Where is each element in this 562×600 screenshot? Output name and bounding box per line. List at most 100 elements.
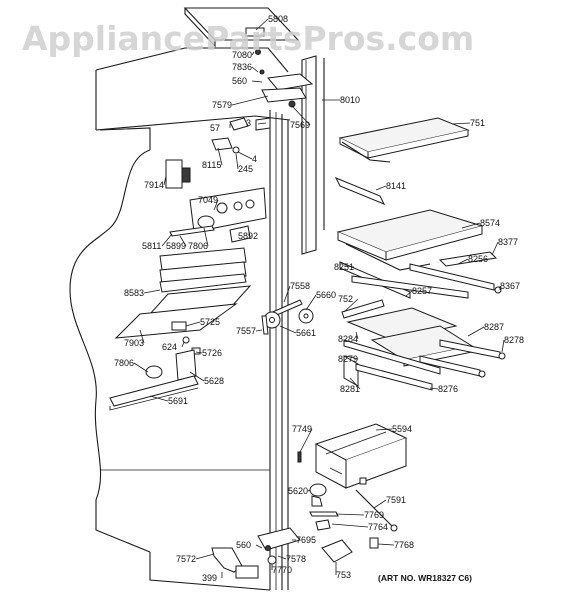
part-callout-label: 7695 bbox=[296, 535, 316, 545]
part-callout-label: 7769 bbox=[364, 510, 384, 520]
part-callout-label: 57 bbox=[210, 123, 220, 133]
part-callout-label: 8279 bbox=[338, 354, 358, 364]
leader-line bbox=[375, 185, 387, 191]
leader-line bbox=[283, 285, 291, 303]
leader-line bbox=[429, 387, 439, 390]
control-housing bbox=[109, 187, 267, 411]
part-callout-label: 5620 bbox=[288, 486, 308, 496]
part-callout-label: 7806 bbox=[114, 358, 134, 368]
leader-line bbox=[231, 95, 269, 106]
art-number: (ART NO. WR18327 C6) bbox=[378, 573, 472, 583]
leader-line bbox=[237, 151, 253, 160]
part-callout-label: 8256 bbox=[468, 254, 488, 264]
part-callout-label: 8276 bbox=[438, 384, 458, 394]
part-callout-label: 7579 bbox=[212, 100, 232, 110]
part-callout-label: 7558 bbox=[290, 281, 310, 291]
leader-lines bbox=[133, 18, 505, 578]
leader-line bbox=[467, 326, 485, 337]
part-callout-label: 5899 bbox=[166, 241, 186, 251]
leader-line bbox=[255, 544, 263, 549]
part-callout-label: 3 bbox=[246, 118, 251, 128]
part-callout-label: 7768 bbox=[394, 540, 414, 550]
leader-line bbox=[251, 80, 263, 83]
part-callout-label: 7764 bbox=[368, 522, 388, 532]
leader-line bbox=[133, 362, 149, 373]
leader-line bbox=[305, 294, 317, 311]
leader-line bbox=[377, 543, 395, 546]
leader-line bbox=[349, 377, 361, 390]
leader-line bbox=[331, 523, 369, 528]
part-callout-label: 399 bbox=[202, 573, 217, 583]
part-callout-label: 7770 bbox=[272, 565, 292, 575]
part-callout-label: 5892 bbox=[238, 231, 258, 241]
part-callout-label: 7569 bbox=[290, 120, 310, 130]
leader-line bbox=[213, 199, 219, 211]
leader-line bbox=[299, 428, 313, 453]
leader-line bbox=[501, 339, 505, 353]
leader-line bbox=[251, 66, 259, 73]
part-callout-label: 560 bbox=[236, 540, 251, 550]
part-callout-label: 5726 bbox=[202, 348, 222, 358]
leader-line bbox=[345, 355, 359, 360]
leader-line bbox=[257, 122, 267, 125]
leader-line bbox=[457, 258, 469, 265]
leader-line bbox=[355, 331, 359, 340]
part-callout-label: 8574 bbox=[480, 218, 500, 228]
leader-line bbox=[373, 499, 387, 509]
leader-line bbox=[251, 51, 255, 56]
part-callout-label: 7578 bbox=[286, 554, 306, 564]
part-callout-label: 5660 bbox=[316, 290, 336, 300]
leader-line bbox=[277, 555, 287, 560]
leader-line bbox=[181, 341, 185, 348]
part-callout-label: 5691 bbox=[168, 396, 188, 406]
leader-line bbox=[203, 227, 209, 247]
mid-parts bbox=[261, 299, 314, 335]
leader-line bbox=[343, 298, 359, 313]
part-callout-label: 751 bbox=[470, 118, 485, 128]
leader-line bbox=[195, 553, 215, 560]
part-callout-label: 5808 bbox=[268, 14, 288, 24]
leader-line bbox=[307, 489, 311, 492]
upper-hardware bbox=[165, 27, 314, 189]
part-callout-label: 8257 bbox=[412, 286, 432, 296]
part-callout-label: 8251 bbox=[334, 262, 354, 272]
leader-line bbox=[195, 351, 203, 354]
part-callout-label: 8141 bbox=[386, 181, 406, 191]
cabinet-outline bbox=[69, 7, 325, 591]
part-callout-label: 7914 bbox=[144, 180, 164, 190]
leader-line bbox=[405, 290, 413, 297]
part-callout-label: 5811 bbox=[142, 241, 161, 251]
watermark-text: AppliancePartsPros.com bbox=[22, 19, 474, 58]
part-callout-label: 7806 bbox=[188, 241, 208, 251]
leader-line bbox=[189, 371, 205, 382]
part-callout-label: 7557 bbox=[236, 326, 256, 336]
lower-assembly bbox=[211, 423, 408, 579]
leader-line bbox=[179, 235, 187, 247]
part-callout-label: 7903 bbox=[124, 338, 144, 348]
part-callout-label: 8010 bbox=[340, 95, 360, 105]
part-callout-label: 8278 bbox=[504, 335, 524, 345]
part-callout-label: 7836 bbox=[232, 62, 252, 72]
leader-line bbox=[185, 321, 201, 327]
part-callout-label: 8583 bbox=[124, 288, 144, 298]
part-callout-label: 245 bbox=[238, 164, 253, 174]
leader-line bbox=[461, 222, 481, 229]
part-callout-label: 7080 bbox=[232, 50, 252, 60]
part-callout-label: 753 bbox=[336, 570, 351, 580]
part-callout-label: 8287 bbox=[484, 322, 504, 332]
part-callout-label: 624 bbox=[162, 342, 177, 352]
part-callout-label: 560 bbox=[232, 76, 247, 86]
part-callout-label: 5725 bbox=[200, 317, 220, 327]
leader-line bbox=[217, 147, 223, 166]
part-callout-label: 5594 bbox=[392, 424, 412, 434]
leader-line bbox=[491, 241, 499, 256]
part-callout-label: 8281 bbox=[340, 384, 360, 394]
part-callout-label: 752 bbox=[338, 294, 353, 304]
leader-line bbox=[139, 329, 145, 344]
part-callout-label: 8115 bbox=[202, 160, 221, 170]
leader-line bbox=[255, 329, 263, 332]
leader-line bbox=[255, 18, 269, 31]
